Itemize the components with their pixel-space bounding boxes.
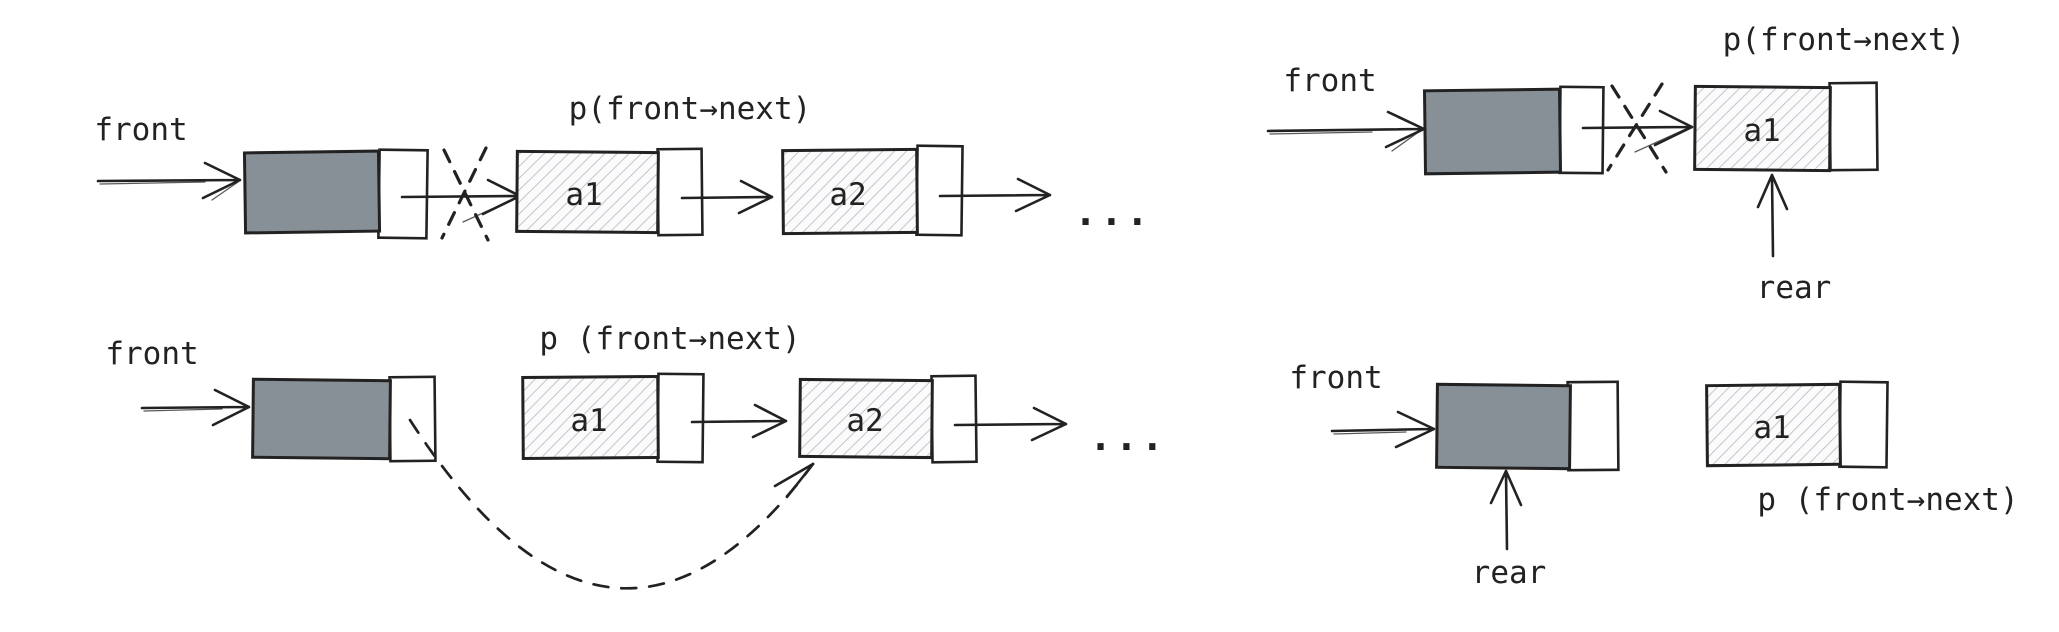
node-a2-label: a2 — [846, 403, 883, 439]
front-pointer-label: front — [105, 336, 198, 372]
head-node-pointer-box — [1566, 380, 1620, 472]
link-arrow-a2-to-rest — [953, 406, 1068, 442]
front-arrow — [140, 388, 251, 427]
link-arrow-sketch-stroke — [1634, 127, 1689, 153]
front-arrow-sketch-stroke — [1333, 431, 1407, 435]
link-arrow-a1-to-a2 — [680, 179, 774, 215]
front-arrow-sketch-stroke — [1269, 130, 1421, 152]
ellipsis: ... — [1074, 190, 1152, 234]
node-a1-data-box — [515, 149, 660, 235]
front-pointer-label: front — [94, 112, 187, 148]
node-a1-label: a1 — [1753, 410, 1790, 446]
redirect-link-dashed-arc — [408, 418, 815, 590]
head-node-data-box — [251, 377, 392, 461]
node-a1-pointer-box — [1828, 81, 1879, 172]
head-node-data-box — [1435, 382, 1572, 471]
front-arrow — [1330, 410, 1436, 449]
head-node-data-box — [242, 149, 382, 235]
node-a2-data-box — [798, 377, 934, 460]
p-pointer-label: p(front→next) — [1723, 22, 1966, 58]
node-a1-pointer-box — [1838, 380, 1889, 469]
link-arrow-sketch-stroke — [462, 197, 517, 223]
head-node-data-box — [1422, 87, 1563, 176]
p-pointer-label: p (front→next) — [539, 321, 800, 357]
panel-bottom-right: front rear a1 p (front→next) — [1289, 360, 2018, 591]
panel-bottom-left: front p (front→next) a1 a2 ... — [105, 321, 1167, 590]
node-a1-label: a1 — [570, 403, 607, 439]
front-arrow — [96, 161, 242, 200]
link-arrow-a1-to-a2 — [690, 403, 788, 439]
node-a2-pointer-box — [930, 374, 978, 464]
rear-pointer-label: rear — [1757, 270, 1832, 306]
node-a1-pointer-box — [656, 372, 705, 464]
front-arrow — [1266, 110, 1426, 149]
head-node-pointer-box — [1558, 85, 1605, 175]
broken-link-cross-icon — [1606, 82, 1668, 174]
panel-top-right: front p(front→next) a1 rear — [1266, 22, 1966, 306]
p-pointer-label: p (front→next) — [1757, 482, 2018, 518]
link-arrow-a2-to-rest — [938, 177, 1052, 213]
front-pointer-label: front — [1289, 360, 1382, 396]
node-a1-data-box — [1693, 84, 1832, 173]
node-a1-label: a1 — [1743, 113, 1780, 149]
node-a2-pointer-box — [915, 144, 964, 237]
node-a2-data-box — [781, 147, 919, 236]
broken-link-cross-icon — [440, 146, 490, 242]
ellipsis: ... — [1089, 415, 1167, 459]
node-a2-label: a2 — [829, 177, 866, 213]
redirect-link-arrowhead — [773, 462, 815, 499]
head-node-pointer-box — [377, 148, 429, 240]
front-pointer-label: front — [1283, 63, 1376, 99]
node-a1-data-box — [521, 375, 660, 460]
panel-top-left: front p(front→next) a1 a2 ... — [94, 91, 1152, 242]
rear-arrow — [1756, 173, 1789, 258]
front-arrow-sketch-stroke — [143, 408, 223, 412]
node-a1-data-box — [1705, 382, 1842, 468]
front-arrow-sketch-stroke — [99, 181, 239, 201]
node-a1-pointer-box — [656, 147, 704, 237]
rear-pointer-label: rear — [1472, 555, 1547, 591]
node-a1-label: a1 — [565, 177, 602, 213]
rear-arrow — [1489, 469, 1523, 551]
p-pointer-label: p(front→next) — [569, 91, 812, 127]
